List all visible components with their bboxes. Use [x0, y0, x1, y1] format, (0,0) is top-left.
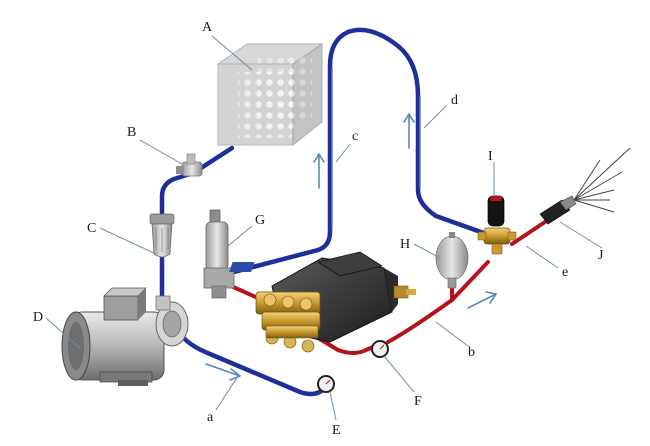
electric-motor	[61, 287, 189, 386]
water-tank	[216, 43, 324, 147]
label-I: I	[488, 149, 493, 164]
label-d: d	[451, 93, 458, 108]
leader-lines	[45, 35, 603, 421]
label-c: c	[352, 129, 358, 144]
label-C: C	[87, 221, 96, 236]
flow-arrow-return-up	[313, 153, 325, 189]
label-E: E	[332, 423, 341, 438]
suction-line	[159, 145, 329, 397]
label-H: H	[400, 237, 410, 252]
unloader-valve	[477, 195, 517, 255]
label-b: b	[468, 345, 475, 360]
spray-jets	[573, 147, 631, 213]
accumulator	[435, 232, 469, 289]
flow-arrows	[205, 113, 497, 381]
inlet-filter	[149, 213, 175, 258]
label-G: G	[255, 213, 265, 228]
label-D: D	[33, 310, 43, 325]
labels: A B C D E F G H I J a b c d e	[33, 20, 604, 438]
label-e: e	[562, 265, 568, 280]
label-J: J	[598, 248, 604, 263]
suction-gauge	[317, 375, 335, 393]
spray-nozzle	[539, 147, 631, 225]
label-A: A	[202, 20, 213, 35]
inlet-valve	[176, 153, 203, 177]
pressure-unloader	[203, 209, 235, 299]
flow-arrow-pressure	[467, 291, 497, 309]
flow-arrow-return-up-2	[403, 113, 415, 149]
brass-manifold	[255, 291, 321, 353]
label-a: a	[207, 410, 214, 425]
pressure-gauge	[371, 340, 389, 358]
pump	[229, 251, 416, 353]
bypass-return-line	[231, 27, 495, 275]
label-F: F	[414, 394, 422, 409]
label-B: B	[127, 125, 136, 140]
flow-arrow-suction	[205, 363, 241, 381]
